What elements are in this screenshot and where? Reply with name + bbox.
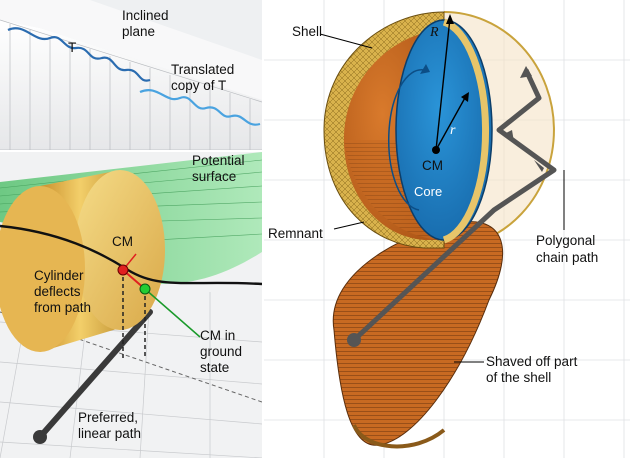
label-cylinder: Cylinder <box>34 268 84 283</box>
inclined-plane-figure: Inclined plane T Translated copy of T <box>0 0 262 150</box>
sphere-figure: Shell R r CM Core Remnant Polygonal chai… <box>264 0 630 458</box>
label-core: Core <box>414 184 442 199</box>
panel-cylinder: Potential surface CM Cylinder deflects f… <box>0 152 262 458</box>
panel-sphere: Shell R r CM Core Remnant Polygonal chai… <box>264 0 630 458</box>
label-shaved-off: Shaved off part <box>486 354 578 369</box>
cylinder-figure: Potential surface CM Cylinder deflects f… <box>0 152 262 458</box>
label-chain-path: chain path <box>536 250 598 265</box>
label-cm-in: CM in <box>200 328 235 343</box>
curve-t <box>7 27 151 82</box>
label-t: T <box>68 40 76 55</box>
cylinder <box>0 170 165 352</box>
curve-translated-copy <box>139 89 261 126</box>
cm-red-dot <box>117 264 129 276</box>
inclined-plane-surface <box>0 20 262 150</box>
cm-dot <box>432 146 440 154</box>
label-surface: surface <box>192 169 236 184</box>
plane-grid <box>0 19 262 150</box>
panel-inclined-plane: Inclined plane T Translated copy of T <box>0 0 262 150</box>
cm-green-dot <box>139 283 151 295</box>
label-polygonal: Polygonal <box>536 233 595 248</box>
label-potential: Potential <box>192 153 245 168</box>
polygonal-chain-path <box>352 68 557 342</box>
label-inclined: Inclined <box>122 8 169 23</box>
label-translated: Translated <box>171 62 234 77</box>
label-preferred: Preferred, <box>78 410 138 425</box>
label-copy-of-t: copy of T <box>171 78 226 93</box>
label-shell: Shell <box>292 24 322 39</box>
label-cm: CM <box>422 158 443 173</box>
label-of-the-shell: of the shell <box>486 370 551 385</box>
label-small-r: r <box>450 123 456 138</box>
label-cm: CM <box>112 234 133 249</box>
label-deflects: deflects <box>34 284 81 299</box>
label-linear-path: linear path <box>78 426 141 441</box>
label-ground: ground <box>200 344 242 359</box>
label-from-path: from path <box>34 300 91 315</box>
label-state: state <box>200 360 229 375</box>
label-plane: plane <box>122 24 155 39</box>
preferred-path <box>37 309 153 440</box>
label-big-r: R <box>429 25 439 40</box>
label-remnant: Remnant <box>268 226 323 241</box>
